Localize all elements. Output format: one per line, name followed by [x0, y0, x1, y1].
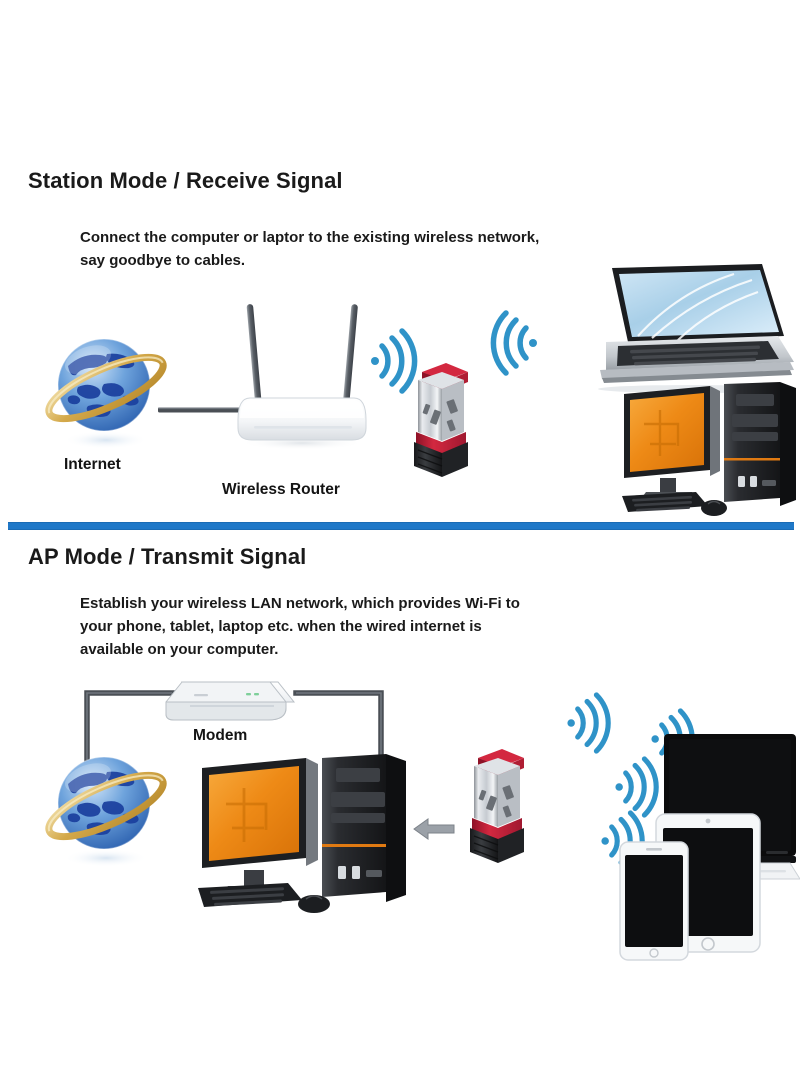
- smartphone-icon: [618, 840, 690, 962]
- wireless-router-label: Wireless Router: [222, 481, 340, 498]
- wifi-signal-icon: [490, 310, 538, 376]
- ap-mode-body-line-2: your phone, tablet, laptop etc. when the…: [80, 618, 482, 635]
- station-mode-body: Connect the computer or laptor to the ex…: [80, 226, 539, 272]
- modem-label: Modem: [193, 727, 248, 744]
- station-mode-body-line-1: Connect the computer or laptor to the ex…: [80, 229, 540, 246]
- section-divider: [8, 522, 794, 530]
- station-mode-heading: Station Mode / Receive Signal: [28, 168, 343, 193]
- usb-wifi-adapter-icon: [408, 358, 478, 480]
- usb-wifi-adapter-icon: [464, 744, 534, 866]
- arrow-left-icon: [412, 816, 456, 842]
- laptop-icon: [586, 262, 796, 393]
- desktop-computer-icon: [196, 752, 411, 917]
- ap-mode-body-line-3: available on your computer.: [80, 641, 279, 658]
- desktop-computer-icon: [620, 380, 800, 520]
- globe-internet-icon: [44, 330, 174, 455]
- wifi-signal-icon: [370, 328, 418, 394]
- ethernet-cable-icon: [158, 405, 250, 415]
- globe-internet-icon: [44, 748, 174, 873]
- network-cable-bracket-icon: [84, 688, 384, 768]
- modem-icon: [160, 676, 300, 738]
- wifi-signal-icon: [566, 692, 611, 754]
- station-mode-body-line-2: say goodbye to cables.: [80, 252, 246, 269]
- wireless-router-icon: [228, 300, 378, 450]
- ap-mode-body: Establish your wireless LAN network, whi…: [80, 592, 520, 661]
- ap-mode-body-line-1: Establish your wireless LAN network, whi…: [80, 595, 520, 612]
- wifi-signal-icon: [614, 756, 659, 818]
- internet-label: Internet: [64, 456, 121, 473]
- ap-mode-heading: AP Mode / Transmit Signal: [28, 544, 307, 569]
